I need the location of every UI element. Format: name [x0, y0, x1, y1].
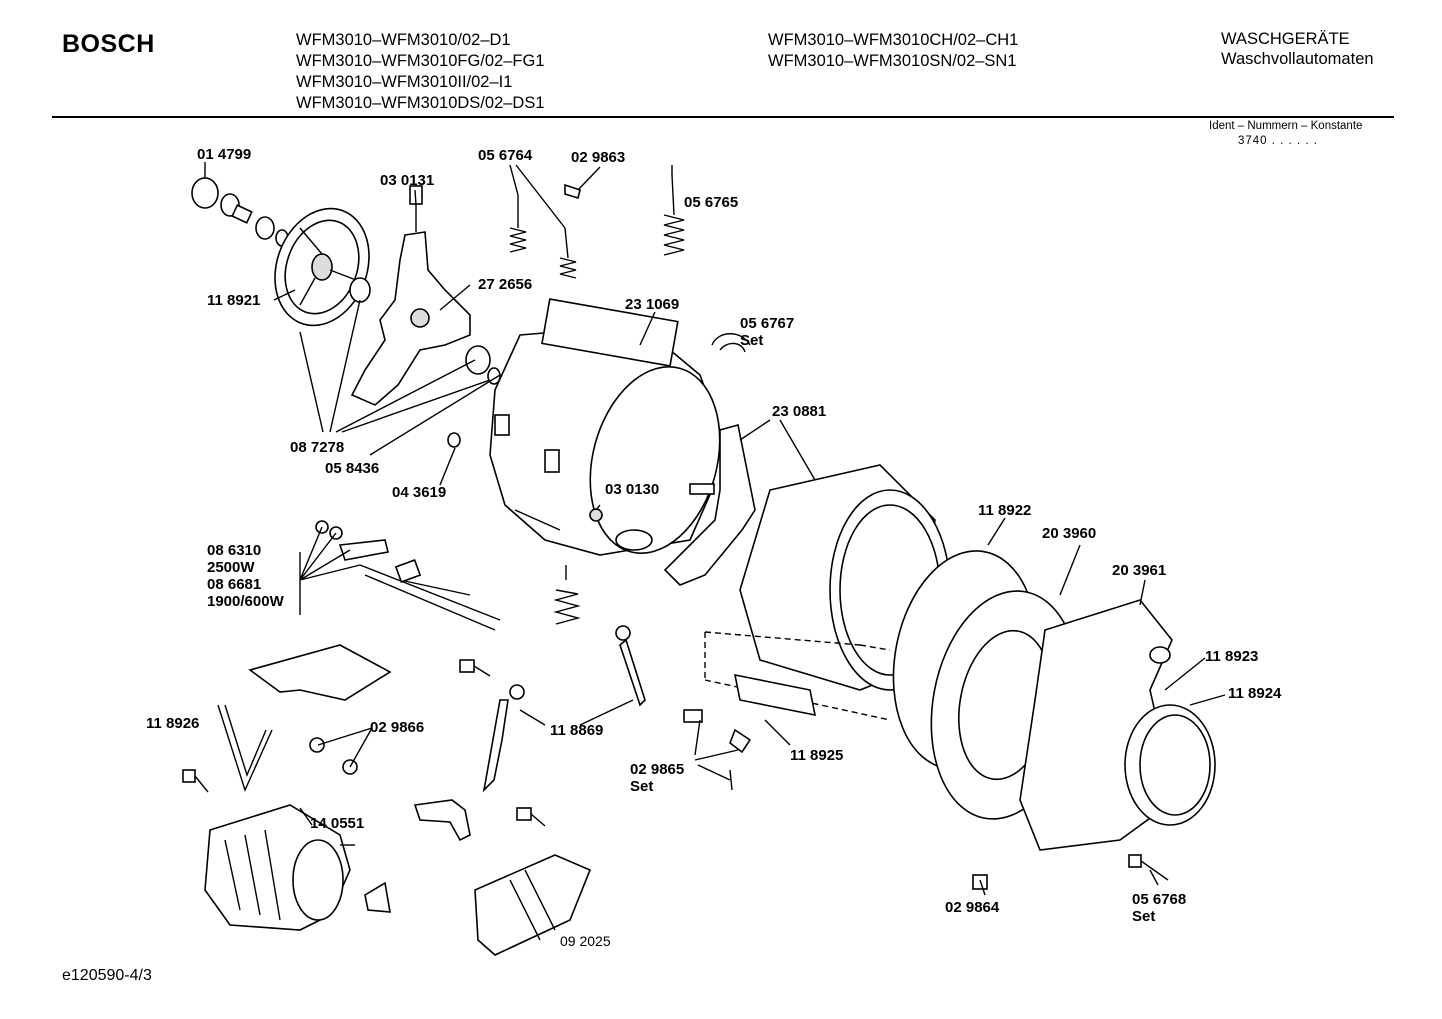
model-list-left: WFM3010–WFM3010/02–D1 WFM3010–WFM3010FG/… — [296, 30, 545, 114]
model-line: WFM3010–WFM3010CH/02–CH1 — [768, 31, 1019, 49]
belt-drawing — [217, 704, 273, 792]
part-drawings — [182, 174, 1216, 956]
pulley-cap-drawing — [191, 177, 289, 247]
part-label-029863: 02 9863 — [571, 149, 625, 166]
motor-drawing — [204, 804, 355, 931]
part-label-203961: 20 3961 — [1112, 562, 1166, 579]
part-label-140551: 14 0551 — [310, 815, 364, 832]
part-label-029866: 02 9866 — [370, 719, 424, 736]
outer-tub-drawing — [489, 298, 721, 556]
part-label-086310: 08 6310 — [207, 542, 261, 559]
part-label-056767: 05 6767 — [740, 315, 794, 332]
mounting-plate-drawing — [248, 644, 471, 913]
part-label-203960: 20 3960 — [1042, 525, 1096, 542]
brand-logo: BOSCH — [62, 30, 155, 58]
part-label-118925: 11 8925 — [790, 747, 843, 764]
part-label-043619: 04 3619 — [392, 484, 446, 501]
shock-absorber-drawing — [482, 625, 646, 793]
part-label-029865-suffix: Set — [630, 778, 653, 795]
part-label-056765: 05 6765 — [684, 194, 738, 211]
heater-drawing — [315, 520, 501, 631]
screws-drawing — [182, 659, 1169, 890]
category-block: WASCHGERÄTE Waschvollautomaten — [1221, 29, 1374, 69]
part-label-118869: 11 8869 — [550, 722, 603, 739]
part-label-230881: 23 0881 — [772, 403, 826, 420]
drawing-number: 09 2025 — [560, 933, 611, 949]
leader-lines — [204, 162, 1226, 896]
part-label-086310-suffix: 2500W — [207, 559, 255, 576]
part-label-118921: 11 8921 — [207, 292, 260, 309]
model-line: WFM3010–WFM3010DS/02–DS1 — [296, 94, 545, 112]
part-label-058436: 05 8436 — [325, 460, 379, 477]
ident-label: Ident – Nummern – Konstante — [1209, 120, 1363, 132]
model-line: WFM3010–WFM3010SN/02–SN1 — [768, 52, 1017, 70]
part-label-056767-suffix: Set — [740, 332, 763, 349]
tub-clamp-drawing — [564, 183, 751, 353]
part-label-029865: 02 9865 — [630, 761, 684, 778]
category-subtitle: Waschvollautomaten — [1221, 50, 1374, 68]
model-line: WFM3010–WFM3010/02–D1 — [296, 31, 511, 49]
part-label-118924: 11 8924 — [1228, 685, 1282, 702]
part-label-087278: 08 7278 — [290, 439, 344, 456]
part-label-030130: 03 0130 — [605, 481, 659, 498]
front-seals-drawing — [892, 550, 1216, 851]
part-labels: 01 4799 03 0131 05 6764 02 9863 05 6765 … — [146, 146, 1282, 925]
part-label-056768: 05 6768 — [1132, 891, 1186, 908]
part-label-118923: 11 8923 — [1205, 648, 1258, 665]
suspension-springs-drawing — [509, 174, 685, 625]
part-label-086681: 08 6681 — [207, 576, 261, 593]
drum-cross-drawing — [663, 423, 756, 586]
part-label-086681-suffix: 1900/600W — [207, 593, 285, 610]
part-label-118926: 11 8926 — [146, 715, 199, 732]
part-label-029864: 02 9864 — [945, 899, 1000, 916]
pulley-wheel-drawing — [274, 207, 371, 327]
part-label-014799: 01 4799 — [197, 146, 251, 163]
part-label-272656: 27 2656 — [478, 276, 532, 293]
header-divider — [52, 116, 1394, 118]
pressure-switch-drawing — [474, 854, 592, 956]
model-list-mid: WFM3010–WFM3010CH/02–CH1 WFM3010–WFM3010… — [768, 30, 1018, 72]
ident-value: 3740 . . . . . . — [1238, 135, 1318, 147]
category-title: WASCHGERÄTE — [1221, 30, 1350, 48]
document-code: e120590-4/3 — [62, 967, 152, 984]
part-label-030131: 03 0131 — [380, 172, 434, 189]
dashed-outline — [704, 631, 891, 721]
part-label-118922: 11 8922 — [978, 502, 1031, 519]
part-label-231069: 23 1069 — [625, 296, 679, 313]
bearing-drawing — [447, 345, 501, 448]
model-line: WFM3010–WFM3010FG/02–FG1 — [296, 52, 545, 70]
model-line: WFM3010–WFM3010II/02–I1 — [296, 73, 513, 91]
part-label-056768-suffix: Set — [1132, 908, 1155, 925]
part-label-056764: 05 6764 — [478, 147, 533, 164]
